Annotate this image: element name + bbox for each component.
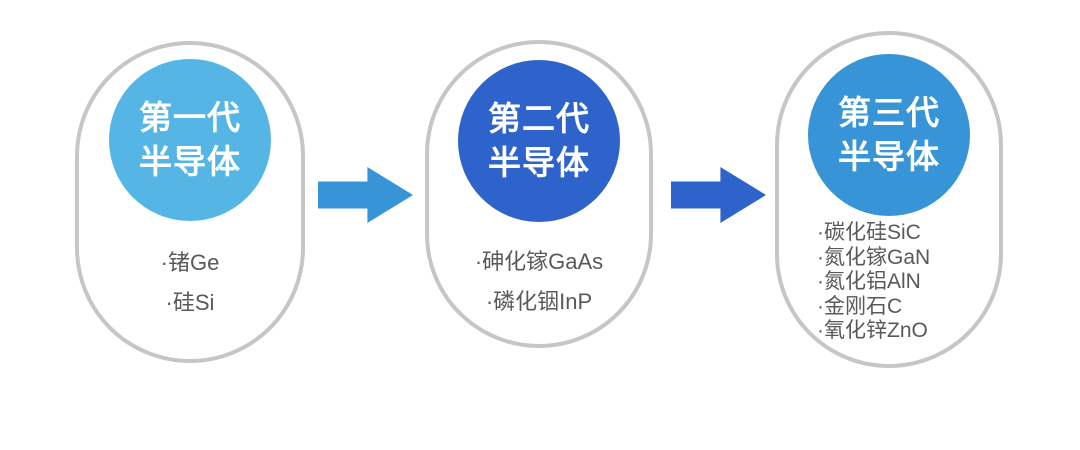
gen1-title-line2: 半导体 xyxy=(139,143,241,180)
gen1-card: 第一代 半导体 ·锗Ge ·硅Si xyxy=(75,41,305,363)
gen1-circle-badge: 第一代 半导体 xyxy=(109,59,271,221)
right-arrow-icon xyxy=(318,167,413,223)
gen3-material-list: ·碳化硅SiC ·氮化镓GaN ·氮化铝AlN ·金刚石C ·氧化锌ZnO xyxy=(779,221,999,344)
gen2-card: 第二代 半导体 ·砷化镓GaAs ·磷化铟InP xyxy=(425,40,653,348)
list-item: ·磷化铟InP xyxy=(485,289,593,314)
gen3-title-line2: 半导体 xyxy=(838,138,940,175)
gen1-material-list: ·锗Ge ·硅Si xyxy=(79,243,301,323)
gen1-title-line1: 第一代 xyxy=(139,99,241,137)
gen2-title-line1: 第二代 xyxy=(488,100,590,138)
gen2-title-line2: 半导体 xyxy=(488,144,590,181)
gen3-card: 第三代 半导体 ·碳化硅SiC ·氮化镓GaN ·氮化铝AlN ·金刚石C ·氧… xyxy=(775,31,1003,368)
gen3-circle-badge: 第三代 半导体 xyxy=(808,54,970,216)
gen2-material-list: ·砷化镓GaAs ·磷化铟InP xyxy=(429,242,649,322)
list-item: ·硅Si xyxy=(165,290,215,315)
list-item: ·氮化镓GaN xyxy=(817,245,931,269)
list-item: ·氧化锌ZnO xyxy=(817,319,928,342)
gen3-title-line1: 第三代 xyxy=(838,94,940,132)
list-item: ·氮化铝AlN xyxy=(817,270,921,293)
gen2-circle-badge: 第二代 半导体 xyxy=(458,60,620,222)
list-item: ·锗Ge xyxy=(160,250,220,275)
list-item: ·金刚石C xyxy=(817,294,903,318)
list-item: ·碳化硅SiC xyxy=(817,221,921,244)
list-item: ·砷化镓GaAs xyxy=(474,249,604,274)
right-arrow-icon xyxy=(671,167,766,223)
